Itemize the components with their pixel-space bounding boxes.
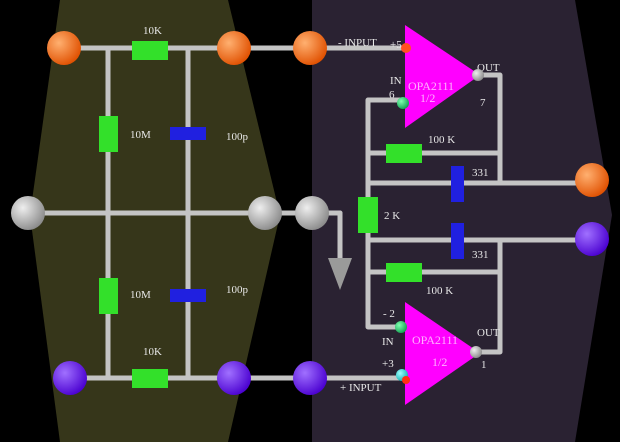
resistor-10m-lower <box>99 278 118 314</box>
resistor-100k-top <box>386 144 422 163</box>
resistor-10k-bottom <box>132 369 168 388</box>
label-r-v1: 10M <box>130 129 151 141</box>
label-c-v1: 100p <box>226 131 249 143</box>
opamp-top <box>405 25 480 128</box>
left-panel <box>30 0 280 442</box>
capacitor-331-bottom <box>451 223 464 259</box>
node-orange[interactable] <box>217 31 251 65</box>
right-wires <box>365 72 593 355</box>
pin-top-out <box>472 69 484 81</box>
opamp-bottom <box>405 302 480 405</box>
capacitor-331-top <box>451 166 464 202</box>
bottom-pin-neg: - 2 <box>383 308 395 320</box>
ground-arrow-icon <box>328 258 352 290</box>
top-in-label: IN <box>390 75 402 87</box>
node-orange[interactable] <box>47 31 81 65</box>
node-purple[interactable] <box>217 361 251 395</box>
top-pin-neg: 6 <box>389 89 395 101</box>
node-purple[interactable] <box>53 361 87 395</box>
label-c-v2: 100p <box>226 284 249 296</box>
nodes <box>11 31 609 395</box>
label-2k: 2 K <box>384 210 400 222</box>
resistor-10k-top <box>132 41 168 60</box>
node-purple[interactable] <box>293 361 327 395</box>
output-node-orange[interactable] <box>575 163 609 197</box>
label-100k-top: 100 K <box>428 134 455 146</box>
label-c-top: 331 <box>472 167 489 179</box>
resistor-2k <box>358 197 378 233</box>
node-gray[interactable] <box>295 196 329 230</box>
node-gray[interactable] <box>11 196 45 230</box>
resistor-100k-bottom <box>386 263 422 282</box>
opamp-bottom-name: OPA2111 <box>412 333 458 347</box>
pin-bottom-neg <box>395 321 407 333</box>
pin-bottom-out <box>470 346 482 358</box>
resistor-10m-upper <box>99 116 118 152</box>
label-r-bottom: 10K <box>143 346 162 358</box>
bottom-in-label: IN <box>382 336 394 348</box>
label-r-v2: 10M <box>130 289 151 301</box>
capacitor-100p-lower <box>170 289 206 302</box>
label-r-top: 10K <box>143 25 162 37</box>
bottom-pos-input-label: + INPUT <box>340 382 382 394</box>
pin-top-neg <box>397 97 409 109</box>
opamp-top-part: 1/2 <box>420 91 435 105</box>
top-pin-pos: +5 <box>390 39 402 51</box>
top-out-pin: 7 <box>480 97 486 109</box>
label-c-bottom: 331 <box>472 249 489 261</box>
bottom-out-label: OUT <box>477 327 500 339</box>
top-out-label: OUT <box>477 62 500 74</box>
bottom-pin-pos: +3 <box>382 358 394 370</box>
output-node-purple[interactable] <box>575 222 609 256</box>
opamp-top-name: OPA2111 <box>408 79 454 93</box>
bottom-out-pin: 1 <box>481 359 487 371</box>
node-gray[interactable] <box>248 196 282 230</box>
node-orange[interactable] <box>293 31 327 65</box>
right-panel <box>312 0 612 442</box>
top-neg-input-label: - INPUT <box>338 37 377 49</box>
label-100k-bottom: 100 K <box>426 285 453 297</box>
pin-top-pos <box>401 43 411 53</box>
pin-bottom-pos-red <box>402 376 410 384</box>
opamp-bottom-part: 1/2 <box>432 355 447 369</box>
capacitor-100p-upper <box>170 127 206 140</box>
